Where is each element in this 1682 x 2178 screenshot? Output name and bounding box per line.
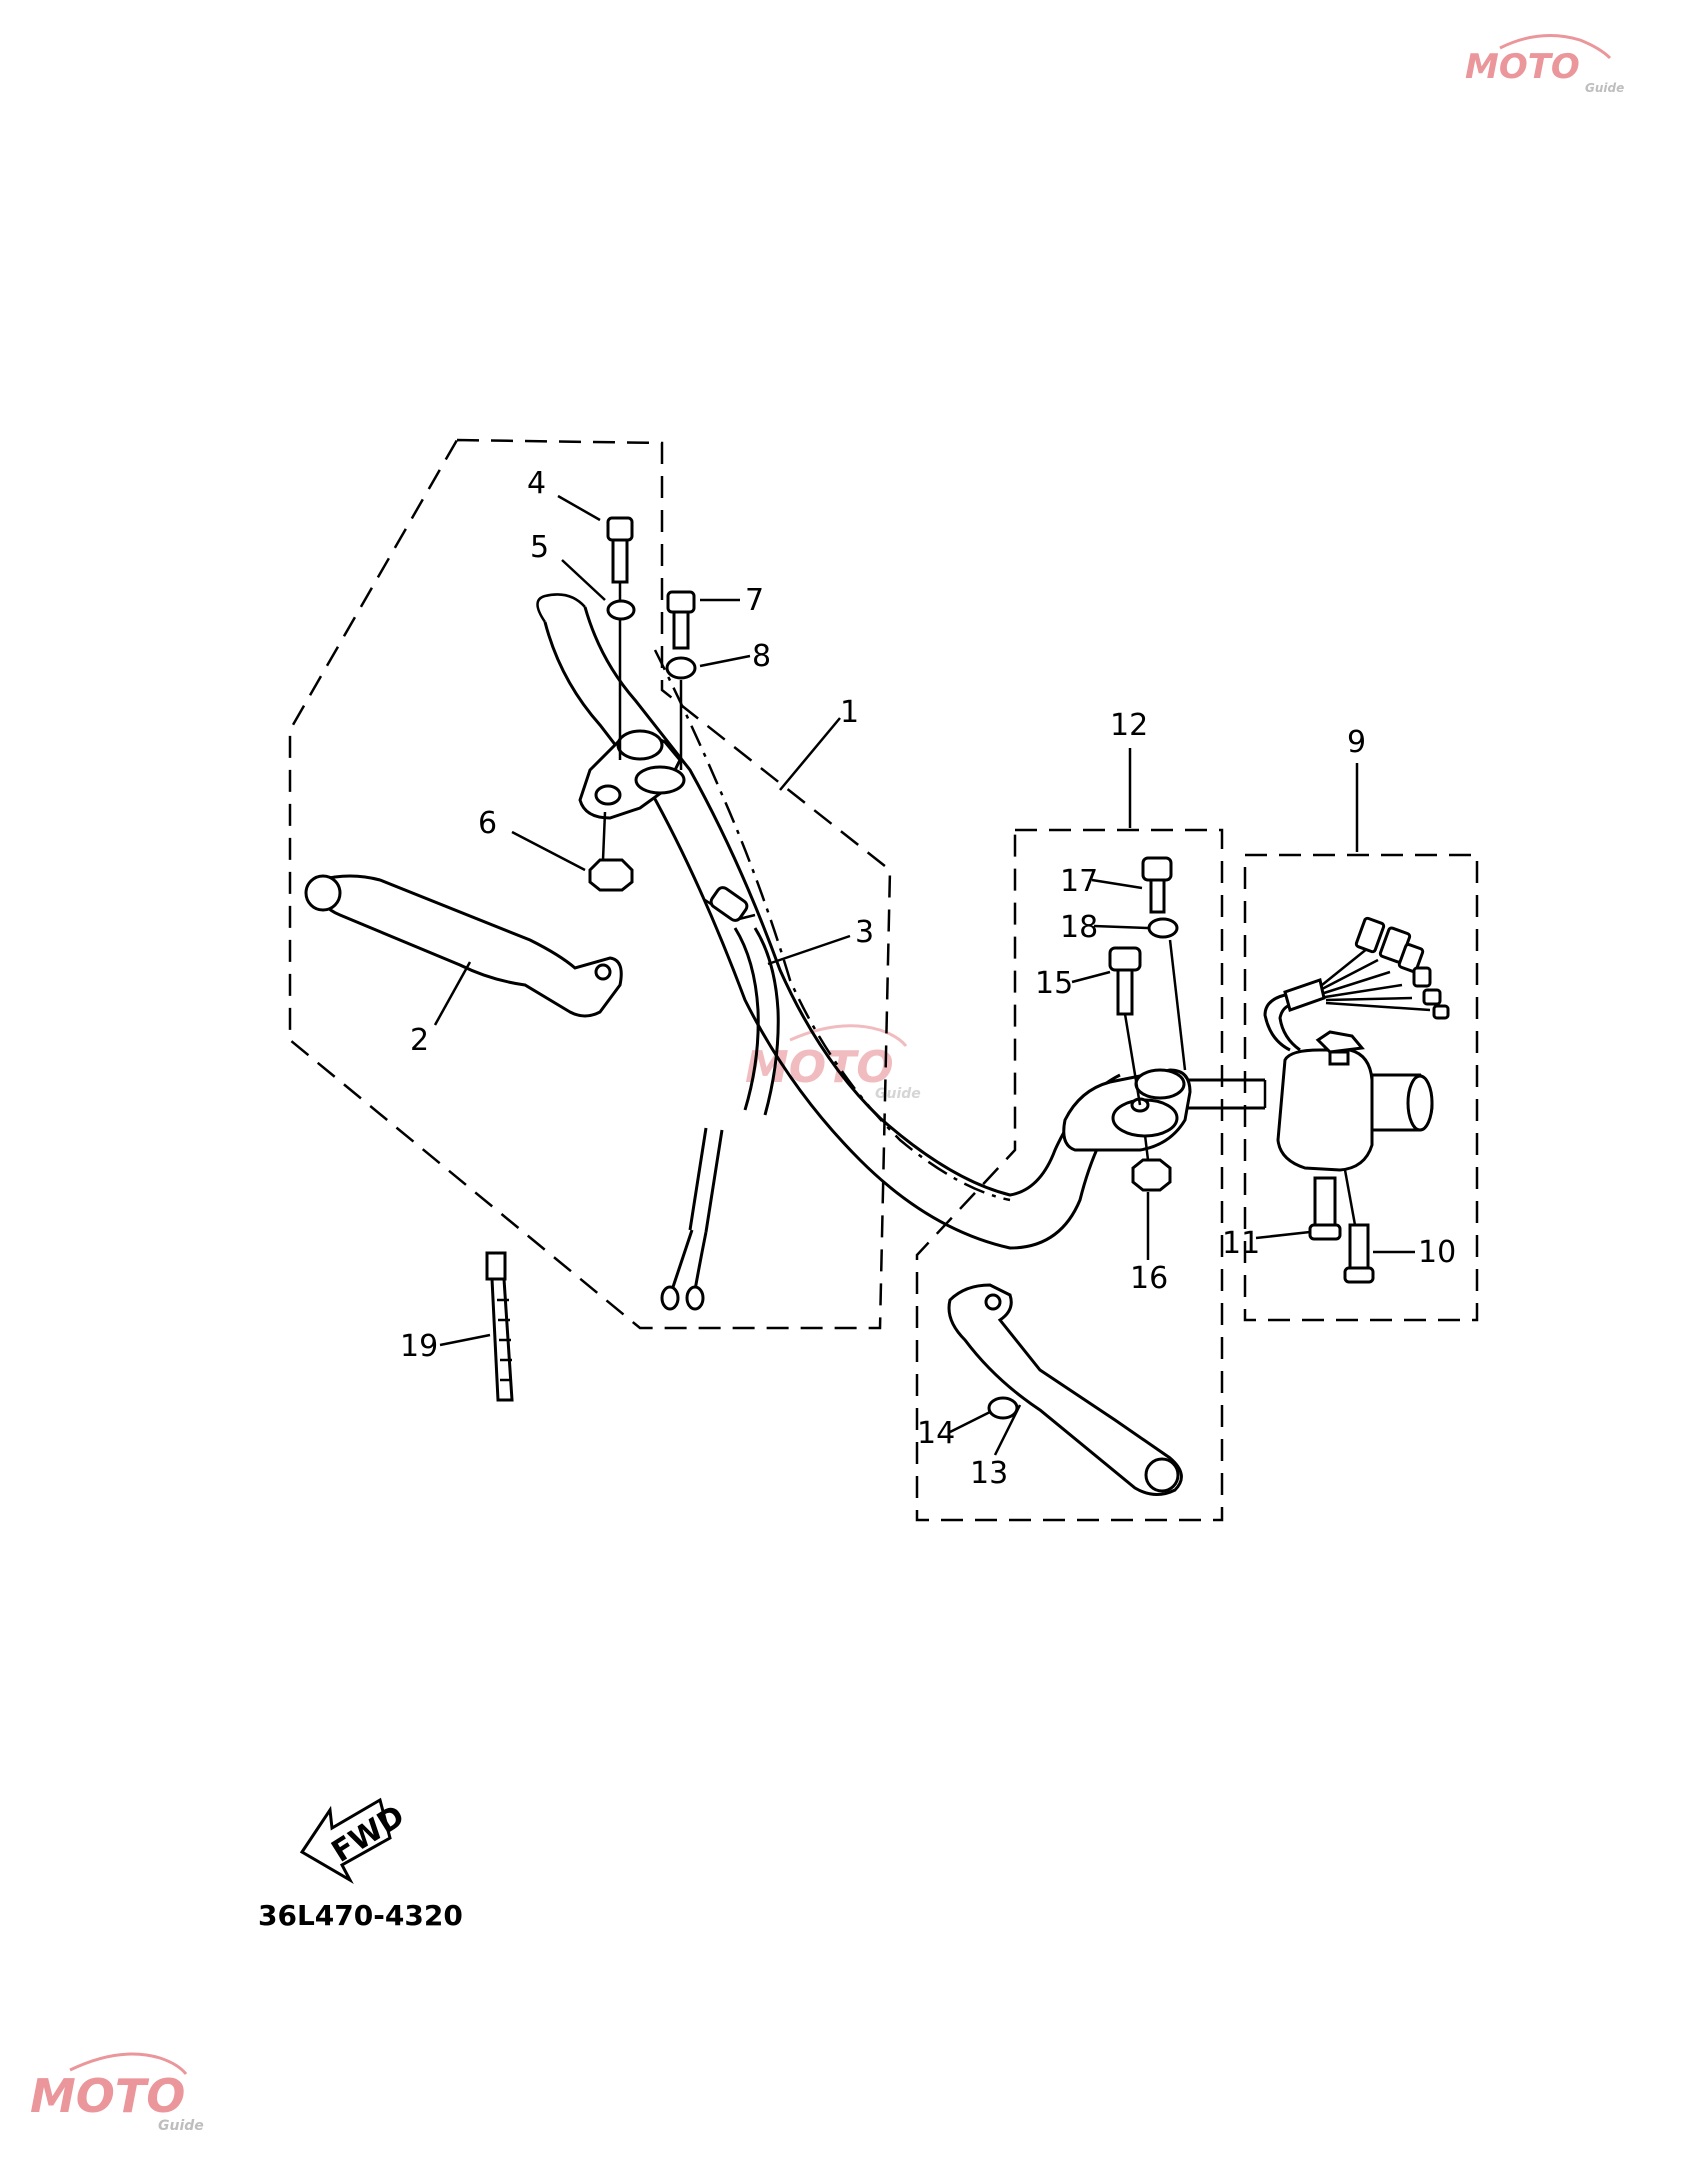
label-9: 9 (1347, 725, 1366, 760)
watermark-top-main: MOTO (1465, 47, 1580, 87)
bolt-part-17 (1141, 856, 1173, 914)
washer-part-18 (1147, 917, 1179, 939)
bolt-part-7 (666, 590, 696, 770)
watermark-top: MOTO Guide (1465, 34, 1624, 95)
label-6: 6 (478, 806, 497, 841)
brake-lever-part-13 (947, 1283, 1183, 1496)
label-13: 13 (970, 1456, 1008, 1491)
bolt-17-axis (1168, 939, 1187, 1071)
label-2: 2 (410, 1023, 429, 1058)
label-5: 5 (530, 530, 549, 565)
bolt-part-4 (606, 516, 634, 760)
part-14 (987, 1396, 1019, 1420)
leader-lines (433, 494, 1415, 1456)
fwd-arrow: FWD (299, 1797, 411, 1884)
label-12: 12 (1110, 708, 1148, 743)
label-8: 8 (752, 639, 771, 674)
bolt-part-15 (1108, 946, 1142, 1106)
watermark-bottom-main: MOTO (30, 2069, 185, 2123)
left-group-boundary (288, 438, 892, 1330)
clutch-lever-part-2 (304, 874, 623, 1018)
left-lever-holder (578, 729, 686, 820)
screw-part-11 (1308, 1176, 1342, 1241)
screw-part-10 (1343, 1169, 1375, 1284)
label-18: 18 (1060, 910, 1098, 945)
label-17: 17 (1060, 864, 1098, 899)
label-15: 15 (1035, 966, 1073, 1001)
label-4: 4 (527, 466, 546, 501)
nut-part-16 (1131, 1134, 1172, 1192)
handlebar (536, 593, 1267, 1250)
watermark-center-main: MOTO (745, 1042, 894, 1093)
handlebar-switch-part-9 (1263, 916, 1450, 1172)
brake-master-cylinder (1062, 1068, 1192, 1152)
washer-part-8 (665, 656, 697, 680)
nut-part-6 (588, 811, 634, 892)
bar-centerline (653, 649, 1011, 1202)
watermark-center-sub: Guide (875, 1086, 921, 1102)
label-14: 14 (917, 1416, 955, 1451)
cable-tie-part-19 (485, 1251, 514, 1402)
catalog-code: 36L470-4320 (258, 1899, 463, 1932)
group-9-boundary (1243, 853, 1479, 1322)
label-11: 11 (1222, 1226, 1260, 1261)
group-12-boundary (915, 828, 1224, 1522)
watermark-bottom-sub: Guide (158, 2118, 204, 2134)
part-number-labels: 4 5 7 8 1 6 2 3 12 9 17 18 15 16 11 10 1… (400, 466, 1456, 1491)
label-16: 16 (1130, 1261, 1168, 1296)
label-10: 10 (1418, 1235, 1456, 1270)
washer-part-5 (606, 599, 636, 621)
watermark-bottom: MOTO Guide (30, 2052, 204, 2134)
label-19: 19 (400, 1329, 438, 1364)
label-7: 7 (745, 583, 764, 618)
label-3: 3 (855, 915, 874, 950)
cable-part-3 (660, 886, 780, 1311)
watermark-top-sub: Guide (1585, 81, 1624, 95)
label-1: 1 (840, 695, 859, 730)
